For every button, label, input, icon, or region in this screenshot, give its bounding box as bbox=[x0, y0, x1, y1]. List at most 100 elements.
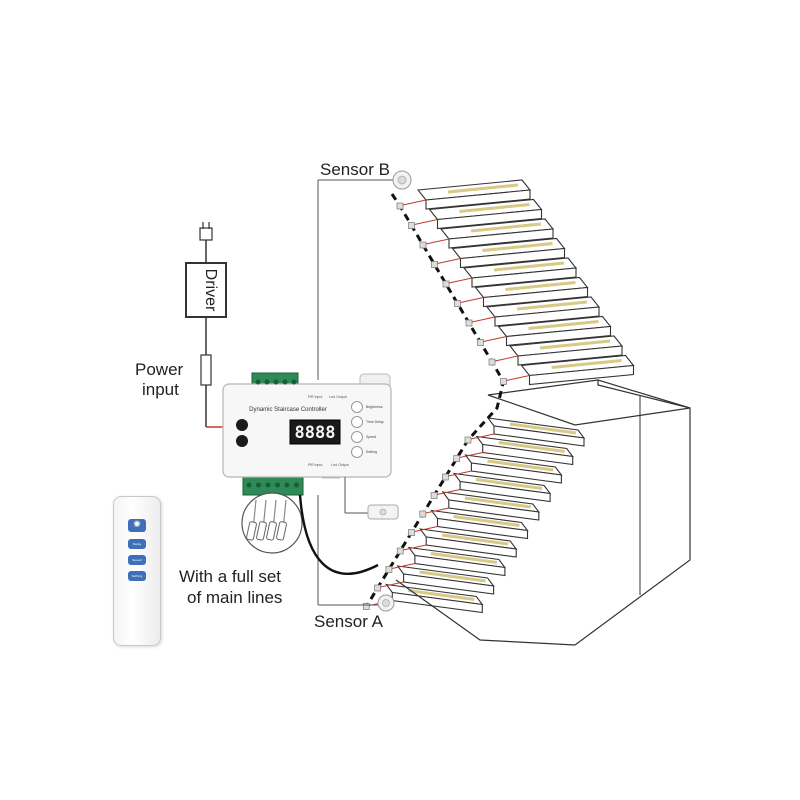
upper-riser bbox=[459, 247, 566, 269]
feed-wire bbox=[391, 563, 416, 569]
cable-connector-icon bbox=[276, 521, 287, 541]
led-strip bbox=[459, 203, 530, 213]
terminal-screw bbox=[256, 482, 261, 488]
led-strip bbox=[539, 339, 611, 350]
driver-box bbox=[185, 262, 227, 318]
upper-riser bbox=[436, 208, 543, 230]
upper-riser bbox=[471, 267, 577, 288]
controller-button-label: Setting bbox=[366, 450, 377, 454]
connector-icon bbox=[488, 358, 496, 366]
led-output-bottom-label: Led Output bbox=[331, 463, 348, 467]
connector-icon bbox=[362, 603, 370, 610]
connector-icon bbox=[408, 222, 415, 229]
remote-control: ✺ Delay Speed Setting bbox=[113, 496, 161, 646]
connector-icon bbox=[419, 510, 427, 518]
feed-wire bbox=[414, 219, 438, 225]
terminal-screw bbox=[291, 379, 297, 385]
controller-title: Dynamic Staircase Controller bbox=[249, 407, 327, 413]
dc-jack-icon bbox=[236, 419, 248, 431]
sensor-b bbox=[317, 170, 412, 380]
feed-wire bbox=[425, 238, 450, 245]
connector-icon bbox=[430, 492, 438, 499]
controller-button-label: Speed bbox=[366, 435, 376, 439]
led-strip bbox=[505, 281, 576, 291]
feed-wire bbox=[403, 544, 427, 551]
feed-wire bbox=[448, 470, 472, 477]
terminal-screw bbox=[282, 379, 288, 385]
controller-button-label: Time Delay bbox=[366, 420, 384, 424]
power-input-label: Power input bbox=[135, 360, 184, 399]
lower-riser bbox=[403, 573, 495, 595]
connector-icon bbox=[396, 202, 404, 210]
connector-icon bbox=[465, 319, 473, 327]
upper-riser bbox=[528, 364, 635, 386]
controller-button-setting[interactable] bbox=[351, 446, 363, 458]
connector-icon bbox=[396, 547, 404, 555]
cable-connector-icon bbox=[246, 521, 257, 541]
led-strip bbox=[551, 359, 622, 369]
pir-input-top-label: PIR Input bbox=[308, 395, 323, 399]
remote-delay-button[interactable]: Delay bbox=[128, 539, 146, 549]
controller-button-brightness[interactable] bbox=[351, 401, 363, 413]
led-strip bbox=[482, 242, 553, 252]
feed-wire bbox=[460, 297, 484, 303]
upper-riser bbox=[517, 345, 623, 366]
led-strip bbox=[498, 441, 565, 453]
feed-wire bbox=[459, 452, 483, 458]
connector-icon bbox=[477, 339, 484, 346]
feed-wire bbox=[506, 375, 530, 381]
main-lines-bundle bbox=[241, 492, 379, 575]
brightness-icon: ✺ bbox=[128, 519, 146, 532]
driver-unit: Driver bbox=[185, 222, 235, 428]
controller-button-speed[interactable] bbox=[351, 431, 363, 443]
lower-riser bbox=[425, 536, 517, 558]
led-strip bbox=[447, 183, 519, 194]
feed-wire bbox=[494, 355, 519, 362]
led-strip bbox=[493, 261, 565, 272]
driver-label: Driver bbox=[202, 269, 219, 312]
sensor-a-label: Sensor A bbox=[314, 612, 383, 631]
lower-riser bbox=[470, 462, 562, 484]
upper-riser bbox=[505, 325, 612, 347]
lower-riser bbox=[482, 443, 574, 466]
feed-wire bbox=[380, 581, 404, 588]
remote-speed-button[interactable]: Speed bbox=[128, 555, 146, 565]
upper-riser bbox=[425, 189, 531, 210]
led-strip bbox=[509, 422, 577, 435]
led-strip bbox=[487, 459, 554, 472]
segment-display-digits: 8888 bbox=[295, 423, 336, 443]
led-strip bbox=[408, 589, 475, 601]
stair-wall bbox=[574, 380, 691, 646]
led-strip bbox=[470, 222, 542, 233]
feed-wire bbox=[448, 277, 473, 284]
landing bbox=[487, 379, 691, 426]
led-strip bbox=[441, 533, 509, 546]
remote-setting-button[interactable]: Setting bbox=[128, 571, 146, 581]
staircase bbox=[385, 179, 691, 646]
pir-input-bottom-label: PIR Input bbox=[308, 463, 323, 467]
lower-riser bbox=[448, 499, 540, 521]
rf-port-icon bbox=[236, 435, 248, 447]
led-strip bbox=[528, 320, 599, 330]
feed-wire bbox=[414, 526, 438, 532]
stair-base bbox=[395, 579, 576, 646]
connector-icon bbox=[374, 584, 381, 592]
feed-wire bbox=[425, 507, 449, 514]
sensor-module bbox=[344, 477, 399, 520]
terminal-screw bbox=[264, 379, 270, 385]
led-strip bbox=[516, 300, 588, 311]
plug-icon bbox=[199, 227, 213, 241]
terminal-screw bbox=[246, 482, 252, 488]
connector-icon bbox=[500, 378, 507, 385]
led-strip bbox=[464, 496, 532, 509]
controller-button-time-delay[interactable] bbox=[351, 416, 363, 428]
segment-display bbox=[289, 419, 341, 445]
lower-riser bbox=[436, 517, 529, 540]
led-output-top-label: Led Output bbox=[329, 395, 346, 399]
feed-wire bbox=[470, 433, 495, 440]
connector-icon bbox=[385, 566, 393, 573]
connector-icon bbox=[419, 241, 427, 249]
connector-icon bbox=[454, 300, 461, 307]
terminal-screw bbox=[273, 379, 279, 385]
